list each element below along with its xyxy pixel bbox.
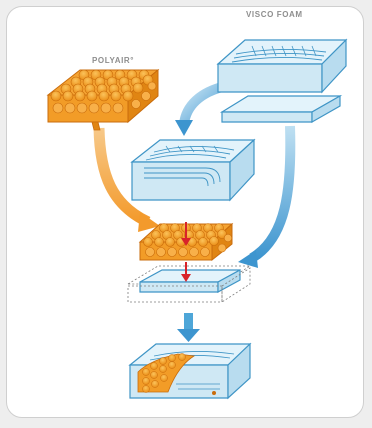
visco-foam-base [222, 96, 340, 122]
visco-foam-label: VISCO FOAM [246, 10, 303, 19]
middle-foam-cushion [132, 140, 254, 200]
polyair-label: POLYAIR° [92, 56, 134, 65]
visco-foam-cover [218, 40, 346, 92]
foam-base-flow-arrowhead [238, 250, 258, 268]
bottom-foam-plate [128, 266, 250, 302]
assembled-cushion [130, 344, 250, 398]
assembly-flow-arrow [184, 313, 193, 331]
assembly-flow-arrowhead [177, 329, 200, 342]
polyair-insert [48, 70, 158, 130]
foam-cover-flow-arrowhead [175, 120, 193, 136]
foam-base-flow-arrow [252, 126, 290, 258]
